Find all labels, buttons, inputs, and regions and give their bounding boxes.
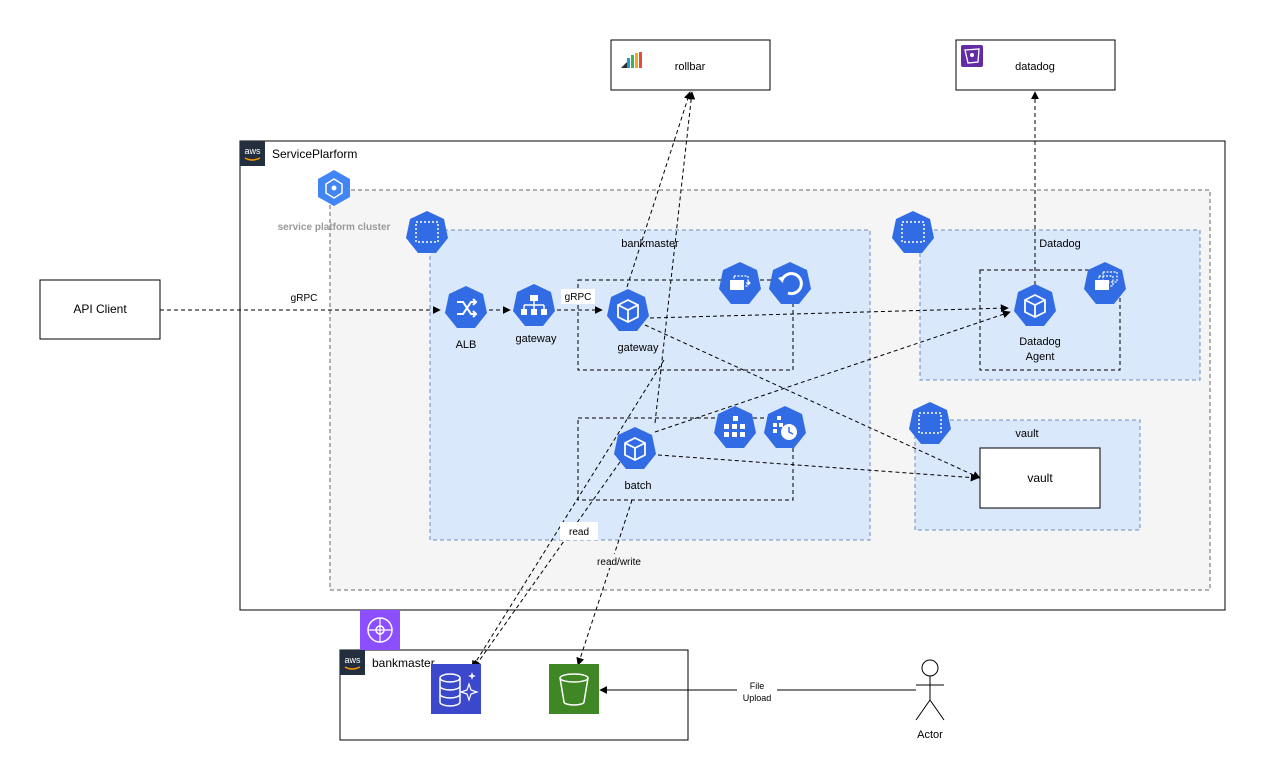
datadog-external-label: datadog	[1015, 61, 1055, 73]
vault-label: vault	[1027, 471, 1053, 485]
rollbar-label: rollbar	[675, 61, 706, 73]
datadog-agent-label-1: Datadog	[1019, 336, 1061, 348]
namespace-vault: vault vault	[909, 402, 1141, 531]
api-client-node[interactable]: API Client	[39, 279, 161, 340]
pod-icon	[1014, 284, 1056, 326]
batch-label: batch	[625, 480, 652, 492]
edge-gateway-rollbar	[626, 91, 692, 288]
vault-box[interactable]	[979, 447, 1101, 509]
namespace-bankmaster-icon	[406, 211, 448, 253]
actor-label: Actor	[917, 729, 943, 741]
batch-node[interactable]: batch	[614, 427, 656, 492]
datadog-logo-icon	[961, 45, 983, 67]
database-icon	[439, 672, 479, 707]
edge-labels: gRPC gRPC read read/write File Upload	[291, 289, 777, 704]
bucket-icon	[559, 673, 589, 706]
aws-logo-icon: aws	[240, 141, 265, 166]
pod-icon	[607, 289, 649, 331]
edge-label-file-upload-1: File	[750, 681, 765, 691]
rollbar-node[interactable]: rollbar	[610, 39, 771, 91]
namespace-datadog-icon	[892, 211, 934, 253]
gke-cluster-icon	[318, 170, 350, 206]
alb-node[interactable]: ALB	[445, 286, 487, 351]
edge-label-grpc-gateway: gRPC	[565, 292, 592, 303]
gateway-pod-node[interactable]: gateway	[607, 289, 659, 354]
service-icon	[513, 284, 555, 326]
alb-label: ALB	[456, 339, 477, 351]
gateway-service-node[interactable]: gateway	[513, 284, 557, 345]
s3-bucket-node[interactable]	[549, 664, 599, 714]
api-client-label: API Client	[73, 302, 127, 316]
edge-batch-s3	[576, 499, 633, 666]
edges	[160, 91, 1039, 694]
edge-label-read-write: read/write	[597, 557, 641, 568]
hpa-icon	[769, 262, 811, 304]
service-platform-label: ServicePlarform	[272, 147, 357, 161]
datadog-node[interactable]: datadog	[955, 39, 1116, 91]
edge-gateway-rds	[471, 359, 665, 669]
cluster-label: service platform cluster	[278, 222, 391, 233]
edge-label-read: read	[569, 527, 589, 538]
edge-batch-rds	[473, 461, 621, 669]
gateway-deployment-box	[577, 279, 794, 371]
namespace-bankmaster-label: bankmaster	[621, 238, 679, 250]
namespace-datadog: Datadog	[892, 211, 1201, 381]
edge-label-grpc-client: gRPC	[291, 293, 318, 304]
aws-bankmaster-group: aws bankmaster	[339, 649, 689, 741]
job-icon	[714, 406, 756, 448]
namespace-datadog-label: Datadog	[1039, 238, 1081, 250]
vpc-peering-icon	[360, 610, 400, 650]
edge-gateway-datadog	[649, 304, 1009, 319]
bankmaster-account-label: bankmaster	[372, 656, 435, 670]
datadog-daemonset-box	[979, 269, 1121, 371]
pod-icon	[614, 427, 656, 469]
alb-icon	[445, 286, 487, 328]
batch-cronjob-box	[577, 417, 794, 501]
datadog-agent-label-2: Agent	[1026, 351, 1055, 363]
rds-aurora-node[interactable]	[431, 664, 481, 714]
svg-text:aws: aws	[244, 146, 261, 156]
edge-label-file-upload-2: Upload	[743, 693, 772, 703]
rollbar-logo-icon	[621, 52, 642, 68]
namespace-vault-icon	[909, 402, 951, 444]
namespace-vault-label: vault	[1015, 428, 1038, 440]
daemonset-icon	[1084, 262, 1126, 304]
deployment-icon	[719, 262, 761, 304]
edge-gateway-vault	[644, 324, 981, 479]
actor-node[interactable]: Actor	[915, 659, 945, 741]
aws-logo-icon: aws	[340, 650, 365, 675]
edge-batch-vault	[657, 454, 979, 482]
svg-text:aws: aws	[344, 655, 361, 665]
gateway-pod-label: gateway	[618, 342, 659, 354]
cronjob-icon	[764, 406, 806, 448]
datadog-agent-node[interactable]: Datadog Agent	[1014, 284, 1061, 363]
gateway-service-label: gateway	[516, 333, 557, 345]
